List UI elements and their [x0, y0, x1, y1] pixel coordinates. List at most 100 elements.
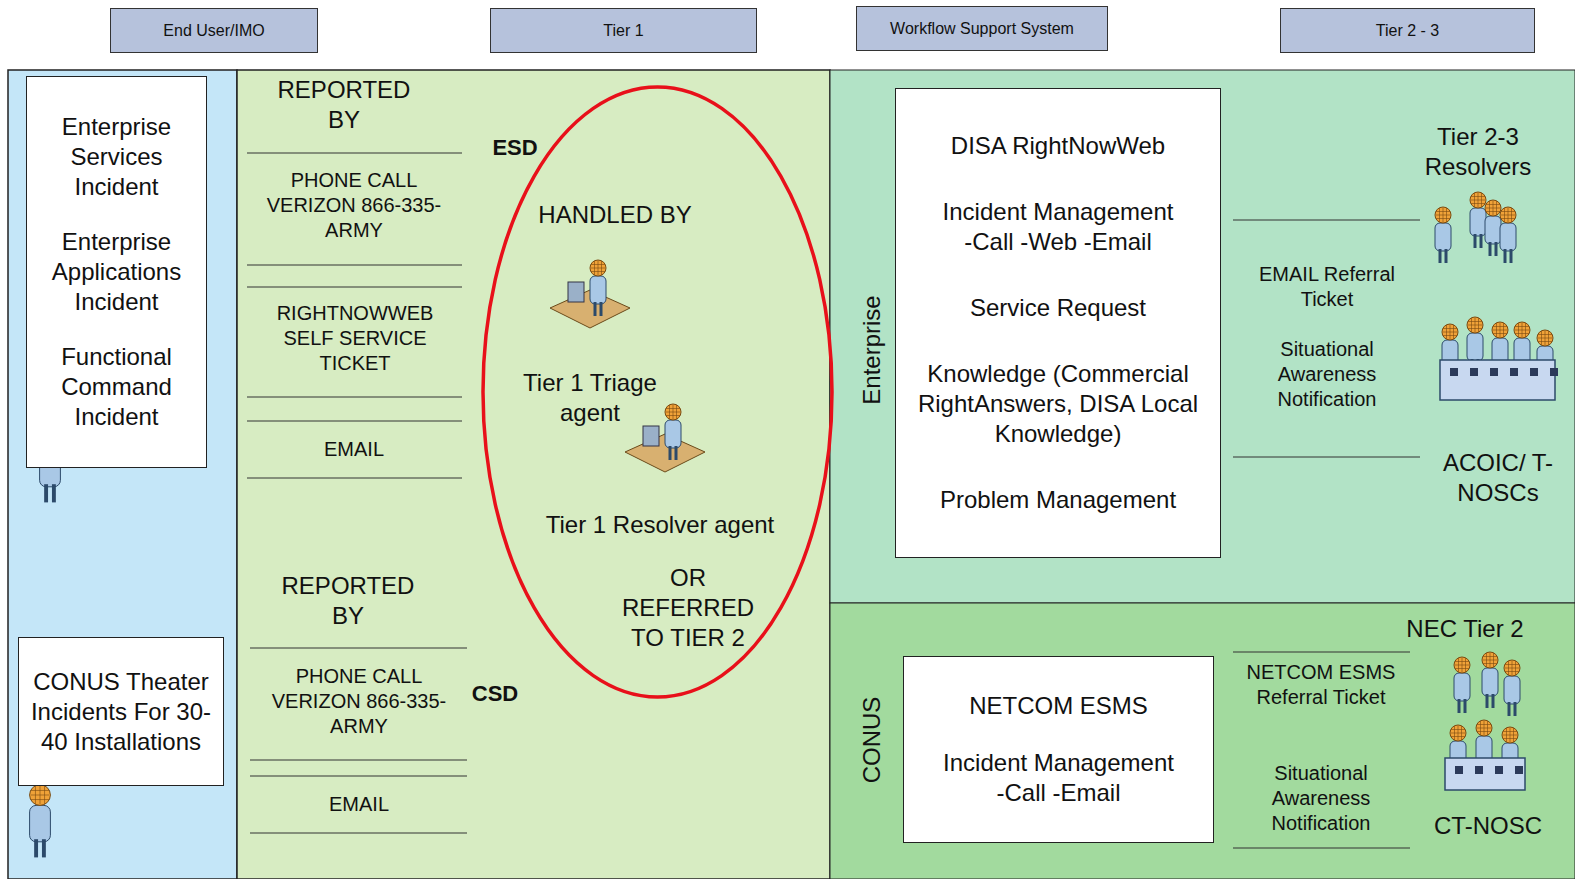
icon-part	[1458, 699, 1461, 713]
text-label: Situational Awareness Notification	[1251, 761, 1391, 836]
text-label: EMAIL	[294, 437, 414, 462]
text-label: Situational Awareness Notification	[1257, 337, 1397, 412]
person-icon	[1482, 652, 1498, 708]
icon-part	[1502, 727, 1518, 743]
text-label: EMAIL Referral Ticket	[1252, 262, 1402, 312]
icon-part	[1504, 676, 1520, 704]
tier1-ellipse: HANDLED BY Tier 1 Triage agentTier 1 Reso…	[480, 84, 835, 700]
table-pattern	[1470, 368, 1478, 376]
node-text: End User/IMO	[163, 21, 264, 41]
node-text: DISA RightNowWeb	[951, 131, 1165, 161]
icon-part	[1505, 668, 1519, 669]
icon-part	[1486, 208, 1500, 209]
icon-part	[42, 839, 46, 857]
person-icon	[30, 785, 51, 858]
text-label: CT-NOSC	[1418, 811, 1558, 841]
icon-part	[1453, 325, 1454, 339]
icon-part	[1513, 728, 1514, 742]
icon-part	[1515, 330, 1529, 331]
icon-part	[1514, 702, 1517, 716]
incident-type-box: Enterprise Services IncidentEnterprise A…	[26, 76, 207, 468]
text-label: CSD	[460, 680, 530, 708]
icon-part	[1467, 333, 1483, 361]
icon-part	[1478, 318, 1479, 332]
icon-part	[1435, 223, 1451, 251]
icon-part	[31, 799, 49, 800]
table-pattern	[1495, 766, 1503, 774]
icon-part	[676, 405, 677, 419]
icon-part	[1511, 208, 1512, 222]
icon-part	[1500, 207, 1516, 223]
text-label: NETCOM ESMS Referral Ticket	[1246, 660, 1396, 710]
icon-part	[1537, 330, 1553, 346]
node-text: Tier 1	[603, 21, 643, 41]
node-text: Functional Command Incident	[35, 342, 198, 432]
icon-part	[1461, 726, 1462, 740]
icon-part	[1493, 653, 1494, 667]
icon-part	[1504, 249, 1507, 263]
icon-part	[1486, 694, 1489, 708]
node-text: NETCOM ESMS	[969, 691, 1148, 721]
person-icon	[1485, 200, 1501, 256]
monitor-icon	[568, 282, 584, 302]
enterprise-panel-ground	[830, 70, 1575, 603]
icon-part	[1451, 736, 1465, 737]
icon-part	[44, 786, 45, 804]
icon-part	[30, 805, 51, 841]
header-box: Tier 1	[490, 8, 757, 53]
icon-part	[590, 276, 606, 304]
icon-part	[1480, 234, 1483, 248]
icon-part	[1493, 330, 1507, 331]
person-icon	[1470, 192, 1486, 248]
icon-part	[665, 420, 681, 448]
conus-panel-ground	[830, 603, 1575, 879]
text-label: EMAIL	[299, 792, 419, 817]
icon-part	[44, 484, 48, 502]
node-text: Problem Management	[940, 485, 1176, 515]
node-text: CONUS	[857, 697, 887, 784]
person-icon	[590, 260, 606, 316]
icon-part	[1474, 234, 1477, 248]
icon-part	[1446, 208, 1447, 222]
node-text: OR REFERRED TO TIER 2	[613, 563, 763, 653]
node-text: Workflow Support System	[890, 19, 1074, 39]
monitor-icon	[643, 426, 659, 446]
node-text: Service Request	[970, 293, 1146, 323]
icon-part	[1464, 699, 1467, 713]
icon-part	[1538, 341, 1552, 342]
end-user-panel	[8, 70, 237, 879]
icon-part	[1470, 208, 1486, 236]
icon-part	[669, 446, 672, 460]
icon-part	[1485, 216, 1501, 244]
icon-part	[1435, 207, 1451, 223]
icon-part	[1525, 323, 1526, 337]
text-label: ESD	[480, 134, 550, 162]
header-box: End User/IMO	[110, 8, 318, 53]
node-text: Tier 1 Resolver agent	[510, 510, 810, 540]
node-text: Tier 1 Triage agent	[505, 368, 675, 428]
node-text: CONUS Theater Incidents For 30-40 Instal…	[27, 667, 215, 757]
node-text: Incident Management -Call -Web -Email	[938, 197, 1178, 257]
icon-part	[594, 302, 597, 316]
icon-part	[1477, 728, 1491, 729]
table-pattern	[1490, 368, 1498, 376]
icon-part	[1504, 660, 1520, 676]
icon-part	[1483, 663, 1497, 664]
text-label: REPORTED BY	[268, 571, 428, 631]
icon-part	[1443, 335, 1457, 336]
icon-part	[1487, 721, 1488, 735]
text-label: RIGHTNOWWEB SELF SERVICE TICKET	[263, 301, 448, 376]
icon-part	[1496, 201, 1497, 215]
node-text: HANDLED BY	[535, 200, 695, 230]
icon-part	[1482, 668, 1498, 696]
table-pattern	[1550, 368, 1558, 376]
icon-part	[1501, 218, 1515, 219]
icon-part	[665, 404, 681, 420]
icon-part	[591, 268, 605, 269]
icon-part	[1538, 338, 1552, 339]
icon-part	[1454, 657, 1470, 673]
icon-part	[52, 484, 56, 502]
icon-part	[1470, 192, 1486, 208]
icon-part	[1483, 660, 1497, 661]
